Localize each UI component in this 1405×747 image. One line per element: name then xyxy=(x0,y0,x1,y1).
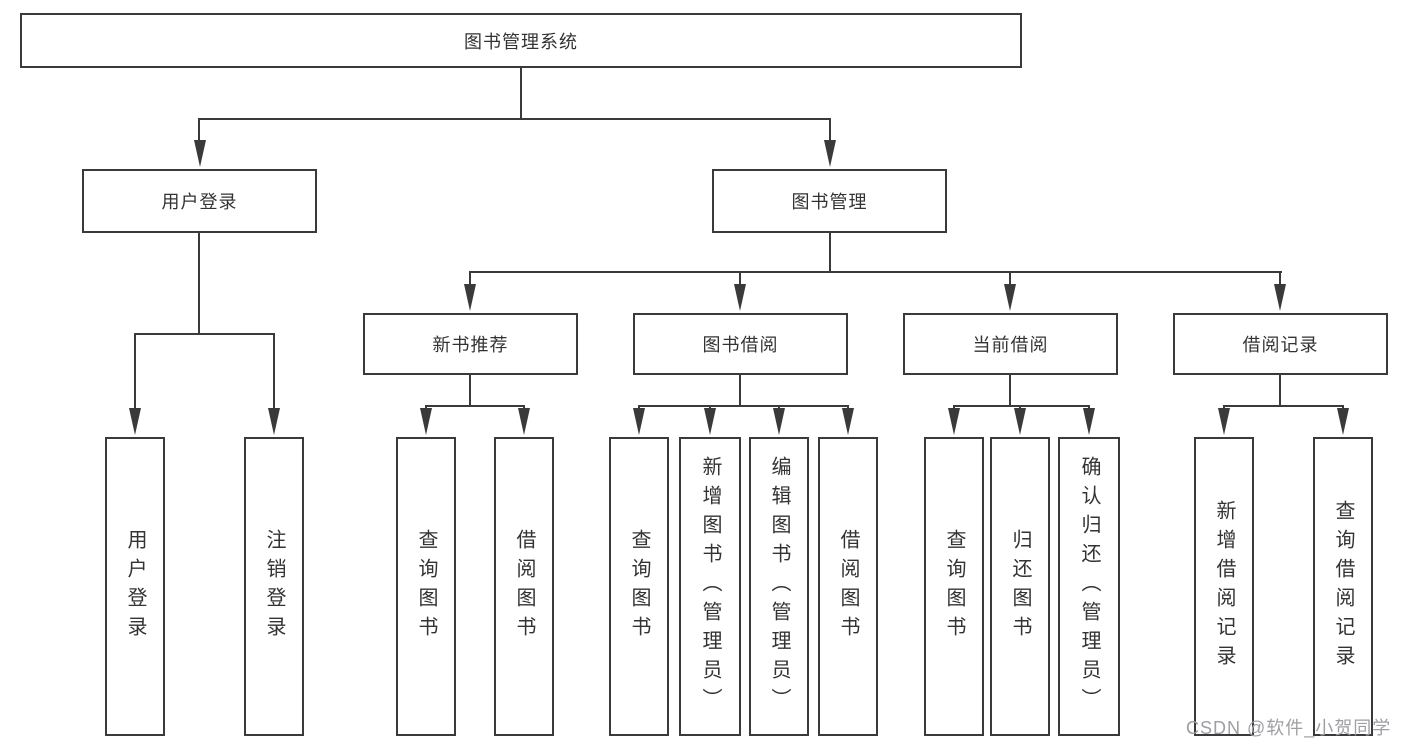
leaf-logout: 注销登录 xyxy=(244,437,304,736)
node-new-book-recommend: 新书推荐 xyxy=(363,313,578,375)
arrow-down-icon xyxy=(842,408,854,435)
arrow-down-icon xyxy=(1083,408,1095,435)
arrow-down-icon xyxy=(1218,408,1230,435)
connector-line xyxy=(469,271,471,286)
connector-line xyxy=(470,271,1282,273)
leaf-return-book: 归还图书 xyxy=(990,437,1050,736)
arrow-down-icon xyxy=(1004,284,1016,311)
leaf-confirm-return-admin: 确认归还（管理员） xyxy=(1058,437,1120,736)
leaf-query-books-current: 查询图书 xyxy=(924,437,984,736)
node-root: 图书管理系统 xyxy=(20,13,1022,68)
arrow-down-icon xyxy=(773,408,785,435)
node-user-login: 用户登录 xyxy=(82,169,317,233)
connector-line xyxy=(426,405,525,407)
connector-line xyxy=(199,118,831,120)
arrow-down-icon xyxy=(704,408,716,435)
connector-line xyxy=(134,333,275,335)
arrow-down-icon xyxy=(129,408,141,435)
arrow-down-icon xyxy=(1014,408,1026,435)
connector-line xyxy=(829,233,831,273)
leaf-borrow-books-borrow: 借阅图书 xyxy=(818,437,878,736)
connector-line xyxy=(198,118,200,142)
arrow-down-icon xyxy=(1337,408,1349,435)
node-book-borrow: 图书借阅 xyxy=(633,313,848,375)
csdn-watermark: CSDN @软件_小贺同学 xyxy=(1186,718,1392,738)
leaf-edit-book-admin: 编辑图书（管理员） xyxy=(749,437,809,736)
arrow-down-icon xyxy=(824,140,836,167)
arrow-down-icon xyxy=(1274,284,1286,311)
leaf-query-books-recommend: 查询图书 xyxy=(396,437,456,736)
leaf-borrow-books-recommend: 借阅图书 xyxy=(494,437,554,736)
arrow-down-icon xyxy=(948,408,960,435)
arrow-down-icon xyxy=(194,140,206,167)
node-current-borrow: 当前借阅 xyxy=(903,313,1118,375)
leaf-user-login: 用户登录 xyxy=(105,437,165,736)
connector-line xyxy=(1279,375,1281,406)
connector-line xyxy=(198,233,200,334)
leaf-add-borrow-record: 新增借阅记录 xyxy=(1194,437,1254,736)
connector-line xyxy=(739,271,741,286)
connector-line xyxy=(954,405,1090,407)
arrow-down-icon xyxy=(464,284,476,311)
connector-line xyxy=(739,375,741,406)
connector-line xyxy=(1009,271,1011,286)
connector-line xyxy=(829,118,831,142)
arrow-down-icon xyxy=(734,284,746,311)
connector-line xyxy=(1279,271,1281,286)
arrow-down-icon xyxy=(518,408,530,435)
node-book-mgmt: 图书管理 xyxy=(712,169,947,233)
connector-line xyxy=(520,68,522,119)
arrow-down-icon xyxy=(633,408,645,435)
arrow-down-icon xyxy=(268,408,280,435)
connector-line xyxy=(639,405,849,407)
arrow-down-icon xyxy=(420,408,432,435)
node-borrow-records: 借阅记录 xyxy=(1173,313,1388,375)
connector-line xyxy=(1224,405,1344,407)
leaf-add-book-admin: 新增图书（管理员） xyxy=(679,437,741,736)
connector-line xyxy=(1009,375,1011,406)
connector-line xyxy=(273,333,275,410)
connector-line xyxy=(469,375,471,406)
leaf-query-borrow-record: 查询借阅记录 xyxy=(1313,437,1373,736)
leaf-query-books-borrow: 查询图书 xyxy=(609,437,669,736)
connector-line xyxy=(134,333,136,410)
